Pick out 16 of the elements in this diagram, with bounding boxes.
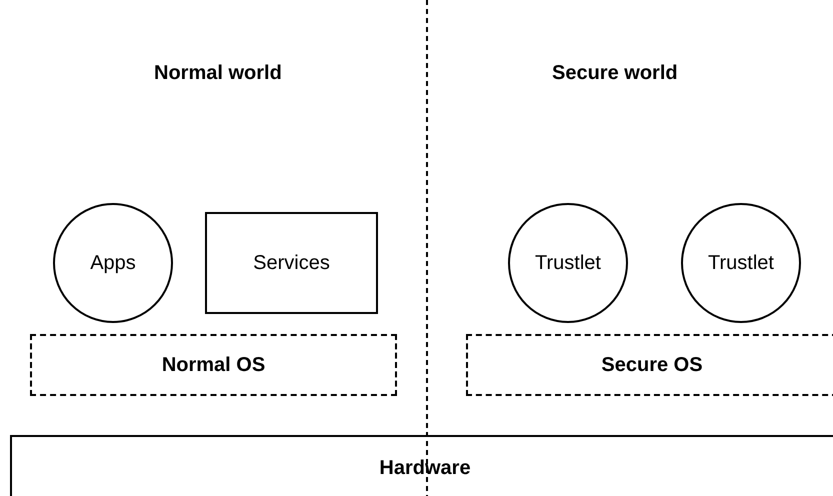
section-heading: Secure world — [552, 62, 678, 85]
node-label: Trustlet — [535, 252, 601, 274]
os-box — [30, 334, 397, 396]
process-box — [205, 212, 378, 314]
node-label: Hardware — [379, 457, 471, 480]
trustlet-circle — [508, 203, 628, 323]
node-label: Normal OS — [162, 354, 266, 376]
node-label: Trustlet — [708, 252, 774, 274]
os-box — [466, 334, 833, 396]
trustlet-circle — [681, 203, 801, 323]
node-label: Services — [253, 252, 330, 274]
section-heading: Normal world — [154, 62, 282, 85]
hardware-box — [10, 435, 833, 496]
node-label: Apps — [90, 252, 136, 274]
app-circle — [53, 203, 173, 323]
node-label: Secure OS — [601, 354, 703, 376]
